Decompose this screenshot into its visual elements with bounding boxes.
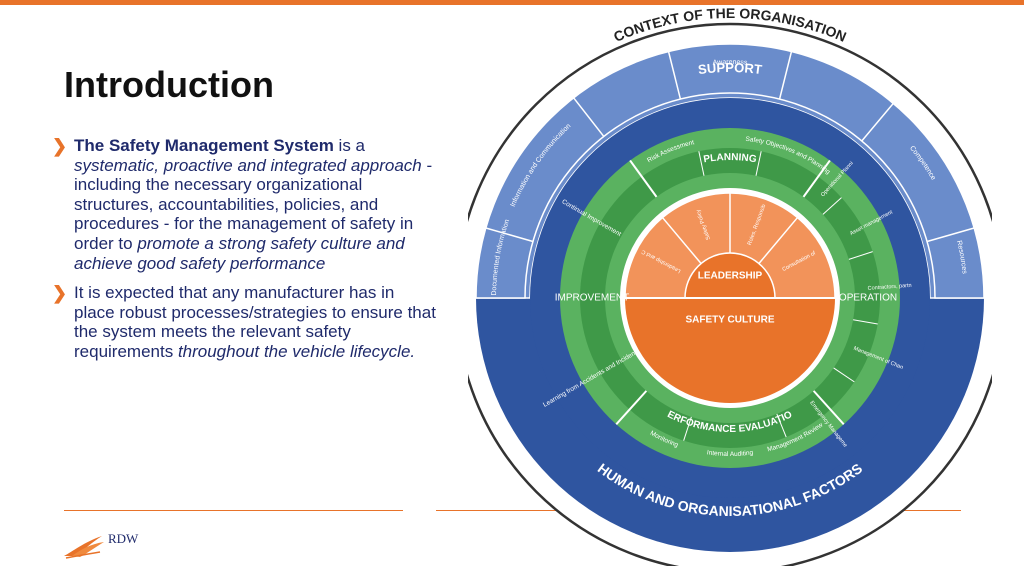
bullet-text: The Safety Management System is a system… (74, 136, 437, 273)
support-divider (573, 97, 605, 137)
sub-process-divider (776, 413, 787, 438)
footer-divider-left (64, 510, 403, 511)
bullet-italic-text: promote a strong safety culture and achi… (74, 233, 405, 273)
process-divider (812, 390, 845, 426)
support-divider (667, 51, 682, 100)
sub-process-divider (755, 151, 762, 176)
support-item-label: Awareness (712, 59, 748, 67)
bullet-text-part: - including the necessary organizational… (74, 155, 433, 253)
performance-item: Internal Auditing (706, 449, 754, 458)
sub-process-divider (848, 251, 873, 260)
process-divider (615, 390, 648, 426)
chevron-right-icon: ❯ (52, 136, 68, 156)
process-divider (629, 159, 658, 198)
sub-process-divider (833, 367, 855, 383)
bullet-text: It is expected that any manufacturer has… (74, 283, 437, 361)
bullet-text-part: is a (333, 136, 365, 155)
leadership-label: LEADERSHIP (698, 271, 763, 282)
support-ring-band (475, 43, 985, 299)
rdw-logo-icon (64, 536, 104, 559)
bullet-bold-term: The Safety Management System (74, 136, 334, 155)
page-title: Introduction (64, 64, 274, 105)
leadership-divider (758, 217, 799, 265)
support-divider (861, 102, 894, 142)
leadership-divider (661, 217, 702, 265)
bullet-item: ❯ It is expected that any manufacturer h… (52, 283, 437, 361)
chevron-right-icon: ❯ (52, 283, 68, 304)
sub-process-divider (822, 197, 842, 215)
logo-text: RDW (108, 531, 139, 546)
safety-culture-label: SAFETY CULTURE (685, 315, 774, 326)
sms-wheel-diagram: CONTEXT OF THE ORGANISATIONSUPPORTHUMAN … (468, 6, 992, 566)
support-divider (926, 227, 975, 243)
operation-label: OPERATION (839, 293, 897, 304)
planning-label: PLANNING (703, 152, 758, 165)
bullet-italic-text: systematic, proactive and integrated app… (74, 155, 422, 175)
operation-item: Contractors, partn (867, 283, 911, 292)
top-accent-bar (0, 0, 1024, 5)
bullet-text-part: It is expected that any manufacturer has… (74, 283, 436, 361)
improvement-label: IMPROVEMENT (555, 293, 629, 304)
support-divider (778, 51, 793, 100)
process-divider (802, 159, 831, 198)
support-label: SUPPORT (697, 60, 763, 77)
bullet-list: ❯ The Safety Management System is a syst… (52, 136, 437, 372)
sub-process-divider (698, 151, 705, 176)
sub-process-divider (683, 416, 692, 441)
sub-process-divider (853, 319, 878, 325)
support-divider (485, 227, 534, 243)
bullet-item: ❯ The Safety Management System is a syst… (52, 136, 437, 273)
bullet-italic-text: throughout the vehicle lifecycle. (177, 341, 416, 361)
